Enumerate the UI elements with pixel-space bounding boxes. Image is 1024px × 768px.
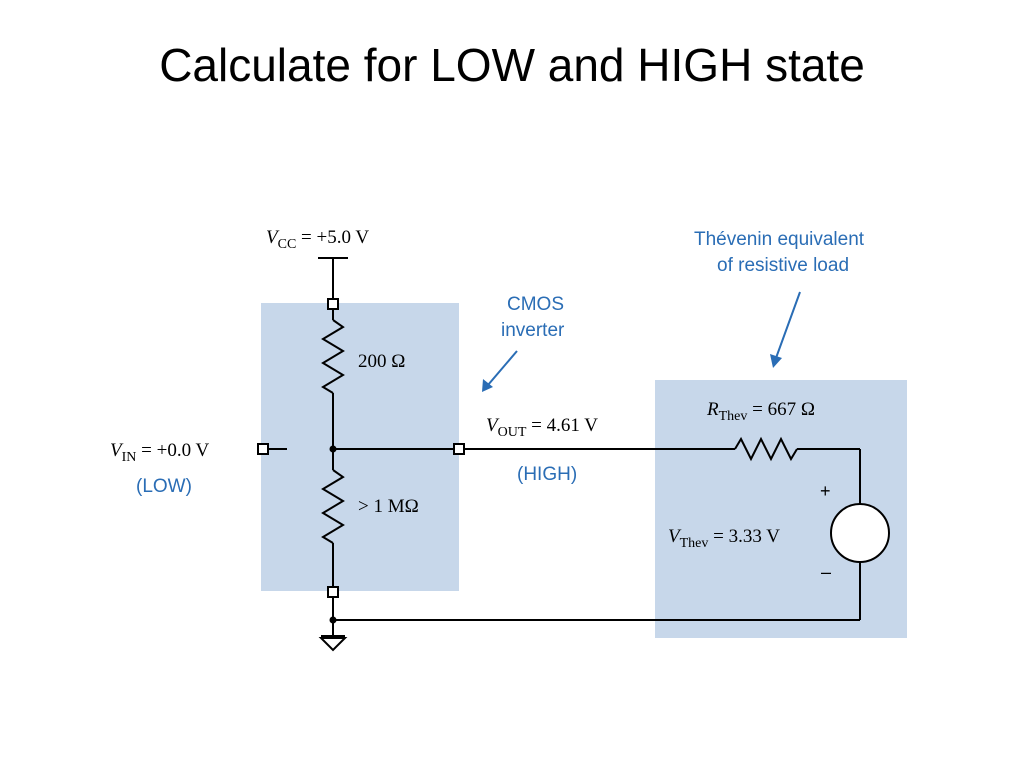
cmos-annotation-line2: inverter [501, 320, 565, 341]
ground-terminal [327, 586, 339, 598]
vin-terminal [257, 443, 269, 455]
vcc-terminal [327, 298, 339, 310]
cmos-annotation-line1: CMOS [507, 294, 564, 315]
v-thev-label: VThev = 3.33 V [668, 526, 780, 551]
r-thev-label: RThev = 667 Ω [706, 399, 815, 424]
ground-icon [318, 637, 348, 652]
cmos-pointer-arrow [482, 350, 518, 392]
cmos-inverter-region [261, 303, 459, 591]
r-top-resistor [321, 319, 345, 394]
vin-state-label: (LOW) [136, 476, 192, 497]
thevenin-pointer-arrow [770, 291, 801, 368]
vin-label: VIN = +0.0 V [110, 440, 209, 465]
vcc-label: VCC = +5.0 V [266, 227, 369, 252]
vout-state-label: (HIGH) [517, 464, 577, 485]
voltage-source-icon [830, 503, 890, 563]
source-plus-sign: + [820, 481, 831, 501]
thevenin-annotation-line2: of resistive load [717, 255, 849, 276]
r-bottom-label: > 1 MΩ [358, 496, 419, 517]
vout-label: VOUT = 4.61 V [486, 415, 598, 440]
r-thev-resistor [734, 436, 798, 462]
r-bottom-resistor [321, 469, 345, 544]
vout-terminal [453, 443, 465, 455]
r-top-label: 200 Ω [358, 351, 405, 372]
thevenin-annotation-line1: Thévenin equivalent [694, 229, 865, 250]
source-minus-sign: – [821, 562, 831, 582]
slide-title: Calculate for LOW and HIGH state [159, 39, 865, 91]
